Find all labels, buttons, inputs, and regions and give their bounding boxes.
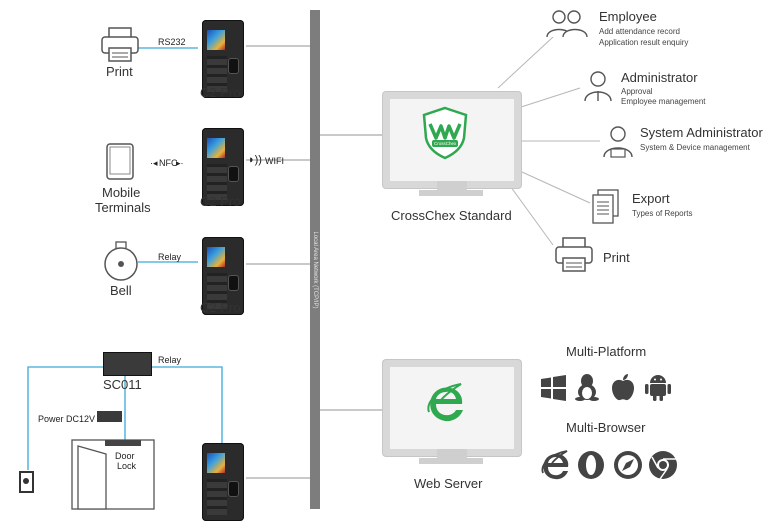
administrator-desc-2: Employee management — [621, 97, 706, 106]
relay-label-sc011: Relay — [158, 355, 182, 365]
multi-platform-label: Multi-Platform — [566, 344, 647, 359]
crosschex-logo-text: CrossChex — [434, 141, 457, 146]
mobile-label-2: Terminals — [95, 200, 151, 215]
power-label: Power DC12V — [38, 414, 96, 424]
c2pro-label-1: C2 Pro — [200, 85, 241, 100]
door-lock-label-2: Lock — [117, 461, 137, 471]
rs232-label: RS232 — [158, 37, 186, 47]
nfc-arrows-right: ▸· — [176, 158, 184, 168]
connection-lines — [27, 36, 600, 479]
export-desc-1: Types of Reports — [632, 209, 693, 218]
administrator-desc-1: Approval — [621, 87, 653, 96]
tablet-icon — [106, 143, 134, 180]
safari-icon — [614, 451, 642, 479]
employee-title: Employee — [599, 9, 657, 24]
c2pro-label-2: C2 Pro — [200, 194, 241, 209]
ie-icon — [541, 450, 569, 480]
opera-icon — [578, 451, 604, 479]
door-icon — [71, 439, 155, 510]
export-title: Export — [632, 191, 670, 206]
chrome-icon — [649, 451, 677, 480]
crosschex-monitor-base — [419, 190, 483, 196]
system-administrator-desc-1: System & Device management — [640, 143, 750, 152]
network-label: Local Area Network (TCP/IP) — [312, 231, 318, 309]
employee-desc-2: Application result enquiry — [599, 38, 689, 47]
ie-logo-icon — [427, 383, 463, 422]
relay-label-bell: Relay — [158, 252, 182, 262]
apple-icon — [612, 374, 634, 401]
nfc-label: NFC — [159, 158, 178, 168]
wifi-label: WIFI — [265, 156, 284, 166]
webserver-label: Web Server — [414, 476, 483, 491]
windows-icon — [541, 375, 566, 401]
employee-desc-1: Add attendance record — [599, 27, 680, 36]
c2pro-device-2 — [202, 128, 244, 206]
system-administrator-title: System Administrator — [640, 125, 763, 140]
crosschex-monitor-neck — [437, 181, 467, 191]
linux-icon — [575, 374, 599, 401]
wifi-signal-icon: ◗)) — [248, 154, 262, 166]
export-document-icon — [592, 189, 619, 224]
multi-browser-label: Multi-Browser — [566, 420, 646, 435]
webserver-monitor-base — [419, 458, 483, 464]
printer-icon-crosschex — [555, 237, 593, 272]
employee-group-icon — [546, 10, 588, 38]
administrator-title: Administrator — [621, 70, 698, 85]
system-administrator-icon — [603, 126, 633, 158]
android-icon — [645, 375, 671, 401]
c2pro-device-3 — [202, 237, 244, 315]
exit-button-dot — [23, 478, 29, 484]
mobile-label-1: Mobile — [102, 185, 141, 200]
bell-icon — [104, 241, 138, 281]
c2pro-label-3: C2 Pro — [200, 300, 241, 315]
bell-label: Bell — [110, 283, 132, 298]
crosschex-shield-icon — [422, 106, 468, 160]
network-bus — [310, 10, 320, 509]
print-label: Print — [106, 64, 133, 79]
webserver-monitor-neck — [437, 449, 467, 459]
printer-icon — [101, 27, 139, 62]
sc011-label: SC011 — [103, 377, 142, 392]
crosschex-label: CrossChex Standard — [391, 208, 512, 223]
nfc-arrows-left: ·◂ — [150, 158, 158, 168]
power-supply — [97, 411, 122, 422]
c2pro-device-1 — [202, 20, 244, 98]
sc011-controller — [103, 352, 152, 376]
administrator-icon — [584, 71, 612, 102]
c2pro-device-4 — [202, 443, 244, 521]
door-lock-label-1: Door — [115, 451, 135, 461]
print-title-crosschex: Print — [603, 250, 630, 265]
